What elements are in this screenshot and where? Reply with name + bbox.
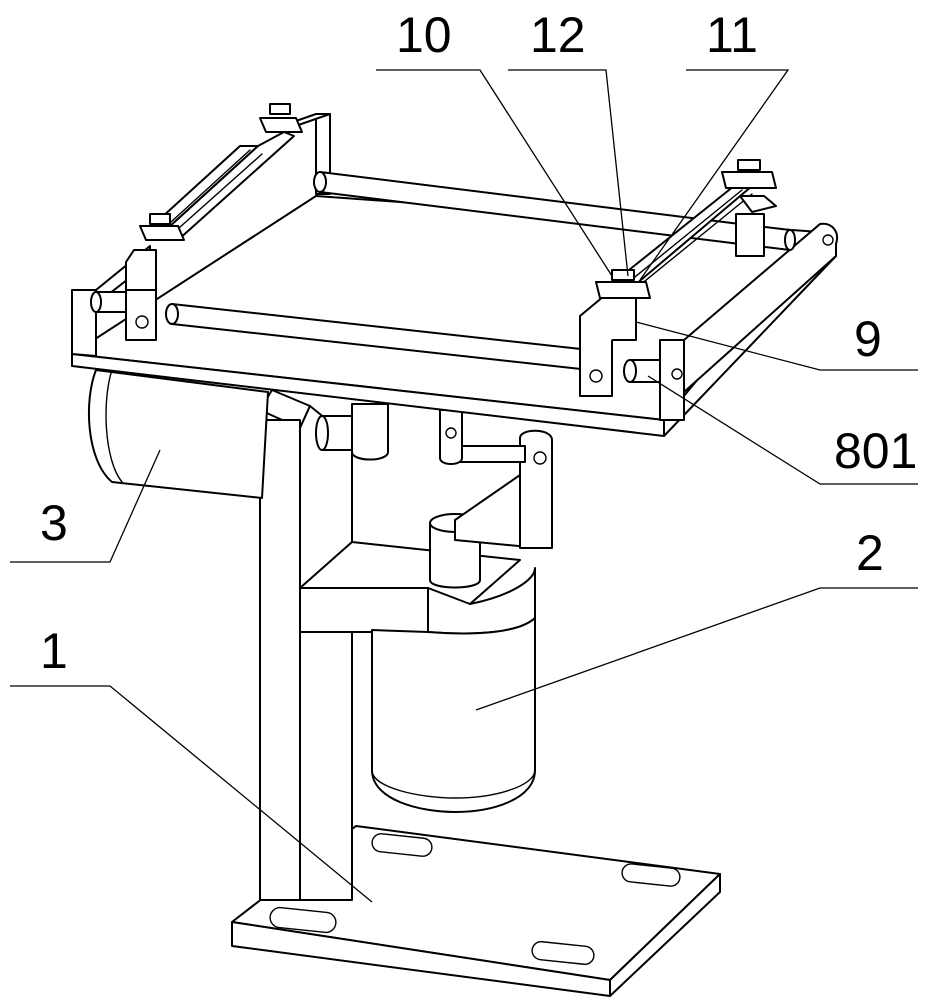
base-slot-4 [531,941,595,965]
right-clamp-back [721,171,777,189]
label-801: 801 [834,423,917,479]
right-clamp-front [595,281,651,299]
motor-assembly [299,513,536,813]
label-10: 10 [396,7,452,63]
base-plate [231,825,721,997]
label-9: 9 [854,311,882,367]
label-3: 3 [40,495,68,551]
left-clamp-front [139,225,185,241]
left-guide [125,103,303,341]
base-slot-3 [621,863,681,887]
leader-2 [475,587,918,711]
label-2: 2 [856,525,884,581]
leader-lines [10,69,918,903]
label-12: 12 [530,7,586,63]
label-1: 1 [40,623,68,679]
leader-12 [508,69,629,277]
leader-801 [647,375,918,485]
leader-11 [639,69,790,281]
column-front-face [259,419,301,901]
crank-linkage [315,403,553,549]
motor-body [371,617,536,813]
right-guide [579,159,777,397]
base-slot-1 [269,906,337,934]
left-clamp-back [259,117,303,133]
leader-10 [376,69,613,277]
callout-labels: 10 12 11 9 801 3 2 1 [40,7,917,679]
cylinder [88,369,269,499]
leader-1 [10,685,373,903]
base-slot-2 [371,833,433,857]
left-bracket [125,289,157,341]
leader-3 [10,449,161,563]
leader-9 [635,321,918,371]
label-11: 11 [706,7,758,63]
vertical-column [259,389,353,901]
